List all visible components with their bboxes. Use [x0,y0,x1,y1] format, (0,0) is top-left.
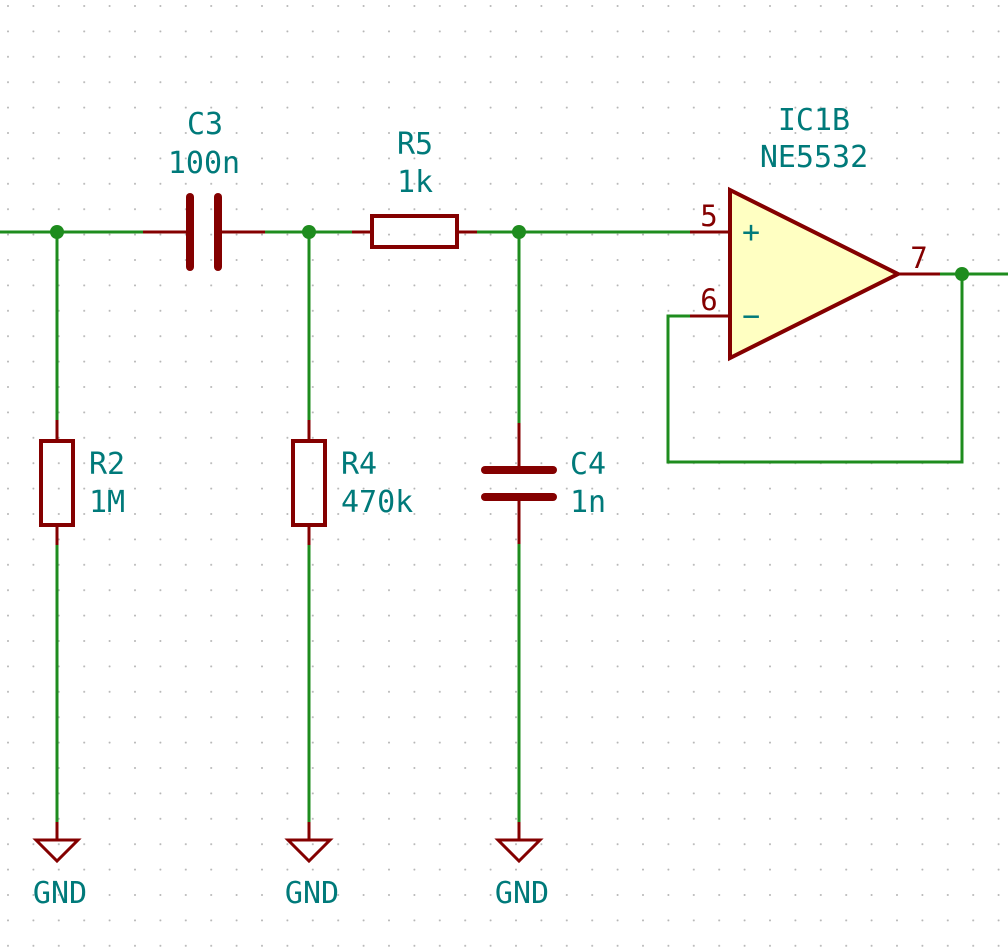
pin-7-label: 7 [910,241,927,275]
c3-value: 100n [168,146,240,181]
junctions [50,225,969,281]
pin-5-label: 5 [700,199,717,233]
resistor-r5[interactable]: R5 1k [352,127,477,249]
ground-icon [32,838,82,864]
r2-ref: R2 [89,447,125,482]
resistor-r4[interactable]: R4 470k [291,420,413,545]
r5-ref: R5 [397,127,433,162]
ground-symbol-1[interactable]: GND [32,822,87,911]
r2-value: 1M [89,485,125,520]
ground-symbol-3[interactable]: GND [494,822,549,911]
r4-value: 470k [341,485,413,520]
ground-symbol-2[interactable]: GND [284,822,339,911]
opamp-body [728,186,903,362]
junction-dot [50,225,64,239]
opamp-minus-symbol: − [742,299,760,334]
ground-icon [284,838,334,864]
junction-dot [955,267,969,281]
junction-dot [302,225,316,239]
c4-ref: C4 [570,447,606,482]
opamp-ic1b[interactable]: + − 5 6 7 IC1B NE5532 [690,103,940,362]
gnd-label: GND [495,876,549,911]
capacitor-c3[interactable]: C3 100n [143,107,265,271]
c3-ref: C3 [187,107,223,142]
junction-dot [512,225,526,239]
c4-value: 1n [570,485,606,520]
gnd-label: GND [33,876,87,911]
ground-icon [494,838,544,864]
ic1b-value: NE5532 [760,140,868,175]
gnd-label: GND [285,876,339,911]
opamp-plus-symbol: + [742,215,760,250]
pin-6-label: 6 [700,283,717,317]
ic1b-ref: IC1B [778,103,850,138]
r5-value: 1k [397,165,433,200]
resistor-r2[interactable]: R2 1M [39,420,125,545]
r4-ref: R4 [341,447,377,482]
capacitor-c4[interactable]: C4 1n [481,423,606,544]
